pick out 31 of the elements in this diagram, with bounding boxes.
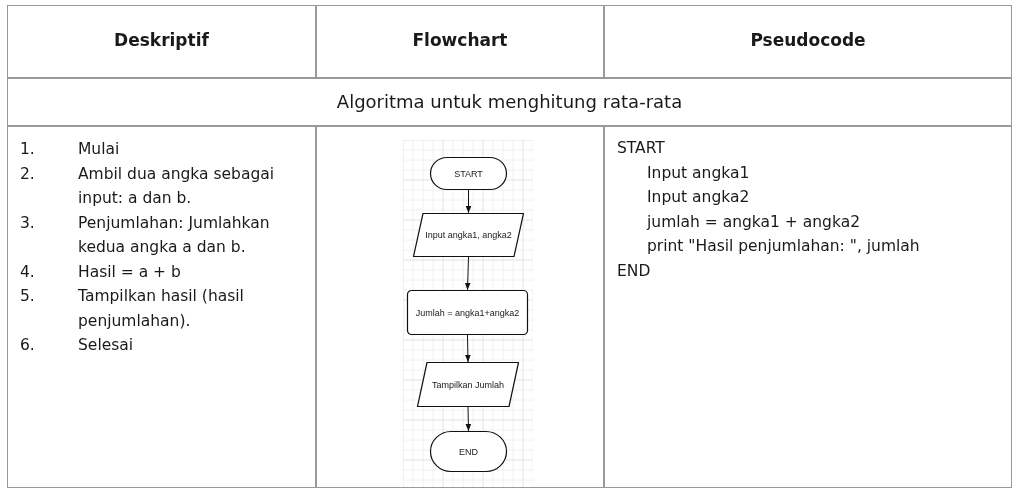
- pseudocode-line: jumlah = angka1 + angka2: [647, 211, 860, 232]
- arrow: [465, 406, 472, 432]
- process-box: Jumlah = angka1+angka2: [407, 290, 528, 335]
- list-item-text: Hasil = a + b: [78, 261, 182, 283]
- terminator-shape: END: [430, 431, 507, 472]
- list-number: 2.: [20, 163, 36, 185]
- arrow: [464, 256, 471, 291]
- pseudocode-line: Input angka1: [647, 162, 750, 183]
- list-item-text: Ambil dua angka sebagai input: a dan b.: [78, 163, 276, 209]
- list-number: 6.: [20, 335, 36, 356]
- arrow: [465, 189, 472, 214]
- column-header: Pseudocode: [750, 30, 866, 50]
- input-output-parallelogram: Tampilkan Jumlah: [417, 362, 519, 407]
- list-item-text: Mulai: [78, 139, 121, 160]
- section-title: Algoritma untuk menghitung rata-rata: [336, 91, 683, 112]
- list-number: 5.: [20, 286, 36, 307]
- pseudocode-line: START: [617, 138, 665, 158]
- list-item-text: Selesai: [78, 335, 135, 356]
- list-item-text: Penjumlahan: Jumlahkan kedua angka a dan b.: [78, 212, 271, 258]
- arrow: [465, 334, 471, 363]
- pseudocode-line: Input angka2: [647, 187, 750, 207]
- column-header: Deskriptif: [114, 30, 209, 50]
- list-number: 1.: [20, 139, 36, 160]
- terminator-shape: START: [430, 157, 507, 190]
- list-number: 4.: [20, 261, 36, 283]
- pseudocode-line: print "Hasil penjumlahan: ", jumlah: [647, 236, 920, 256]
- list-item-text: Tampilkan hasil (hasil penjumlahan).: [78, 286, 245, 332]
- input-output-parallelogram: Input angka1, angka2: [413, 213, 524, 257]
- list-number: 3.: [20, 212, 36, 234]
- pseudocode-line: END: [617, 260, 651, 281]
- column-header: Flowchart: [412, 30, 508, 50]
